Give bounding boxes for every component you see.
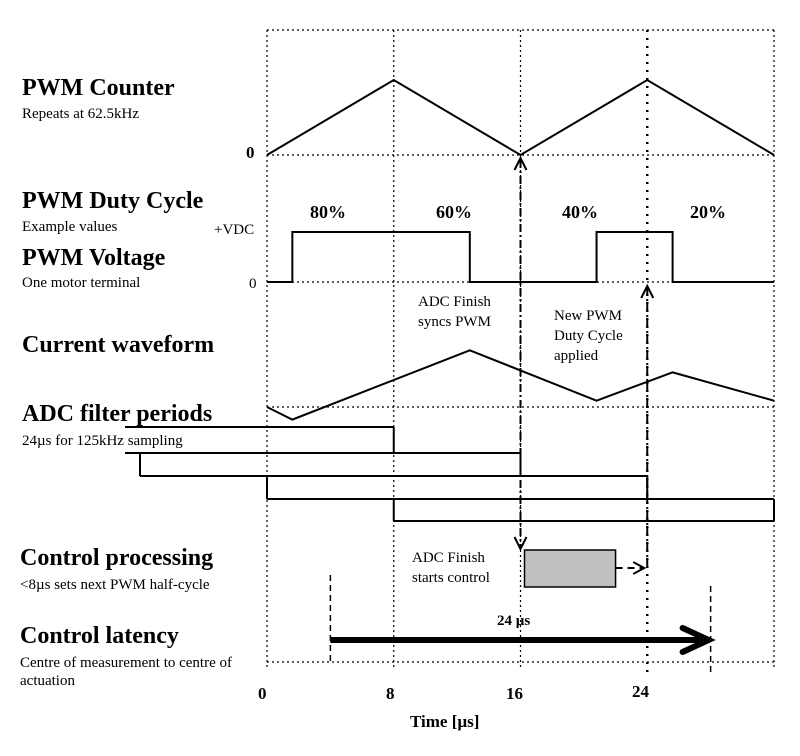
row-subtitle-pwm-duty: Example values [22,219,118,235]
row-subtitle-adc-filter: 24µs for 125kHz sampling [22,433,183,449]
pwm-voltage-wave [267,231,774,283]
ip-block [523,549,617,588]
pwm-counter-wave [266,78,775,157]
duty-label-3: 40% [562,202,598,222]
x-axis-label: Time [µs] [410,712,480,731]
row-title-control-latency: Control latency [20,623,179,649]
x-tick-0: 0 [258,684,267,703]
adc-sync-arrowhead [513,155,528,171]
adc-start-arrowhead [513,536,528,552]
duty-label-1: 80% [310,202,346,222]
row-title-pwm-duty: PWM Duty Cycle [22,188,204,214]
row-subtitle-control-processing: <8µs sets next PWM half-cycle [20,577,210,593]
x-tick-8: 8 [386,684,395,703]
latency-value-label: 24 µs [497,613,531,629]
current-waveform [266,349,775,421]
new-duty-arrowhead [640,283,655,299]
x-tick-16: 16 [506,684,523,703]
voltage-zero-label: 0 [249,276,257,292]
new-duty-annotation: New PWM Duty Cycle applied [554,308,623,364]
duty-label-4: 20% [690,202,726,222]
latency-arrowhead [679,625,716,655]
voltage-high-label: +VDC [214,222,255,238]
duty-label-2: 60% [436,202,472,222]
ip-arrowhead [632,561,647,575]
row-subtitle-pwm-counter: Repeats at 62.5kHz [22,106,140,122]
row-title-adc-filter: ADC filter periods [22,401,213,427]
row-subtitle-pwm-voltage: One motor terminal [22,275,141,291]
row-subtitle-control-latency: Centre of measurement to centre of actua… [20,655,232,689]
row-title-current: Current waveform [22,332,215,358]
row-title-pwm-voltage: PWM Voltage [22,245,166,271]
x-tick-24: 24 [632,682,649,701]
adc-sync-annotation: ADC Finish syncs PWM [418,294,491,330]
counter-zero-label: 0 [246,143,255,162]
row-title-pwm-counter: PWM Counter [22,75,175,101]
row-title-control-processing: Control processing [20,545,214,571]
adc-start-annotation: ADC Finish starts control [412,550,490,586]
